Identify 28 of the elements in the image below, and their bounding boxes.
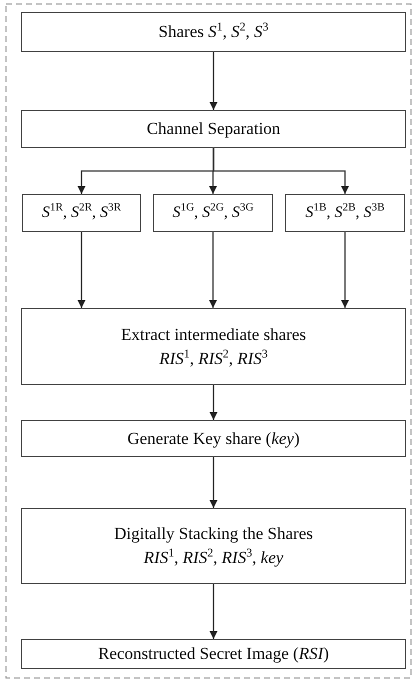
process-box bbox=[21, 639, 406, 669]
process-box bbox=[21, 308, 406, 385]
step-label: Extract intermediate shares bbox=[120, 324, 306, 344]
process-box bbox=[21, 508, 406, 584]
step-label: S$^{1R}$, S$^{2R}$, S$^{3R}$ bbox=[42, 204, 122, 222]
step-label: Channel Separation bbox=[146, 119, 280, 139]
process-box bbox=[285, 194, 405, 232]
arrow bbox=[341, 232, 349, 308]
process-box bbox=[21, 420, 406, 457]
arrow bbox=[78, 232, 86, 308]
step-label: S$^{1G}$, S$^{2G}$, S$^{3G}$ bbox=[172, 204, 254, 222]
step-label: Shares S$^{1}$, S$^{2}$, S$^{3}$ bbox=[158, 22, 268, 42]
process-box bbox=[22, 194, 141, 232]
arrow bbox=[210, 584, 218, 639]
step-detail: RIS$^{1}$, RIS$^{2}$, RIS$^{3}$, key bbox=[144, 548, 284, 568]
step-label: Digitally Stacking the Shares bbox=[114, 524, 313, 544]
step-label: S$^{1B}$, S$^{2B}$, S$^{3B}$ bbox=[305, 204, 385, 222]
arrow bbox=[210, 52, 218, 110]
arrow bbox=[210, 385, 218, 420]
step-label: Reconstructed Secret Image (RSI) bbox=[98, 644, 329, 664]
arrow bbox=[209, 232, 217, 308]
arrow bbox=[212, 148, 349, 194]
process-box bbox=[153, 194, 273, 232]
process-box bbox=[21, 12, 406, 52]
process-box bbox=[21, 110, 406, 148]
step-label: Generate Key share (key) bbox=[127, 428, 300, 448]
arrow bbox=[210, 457, 218, 508]
step-detail: RIS$^{1}$, RIS$^{2}$, RIS$^{3}$ bbox=[159, 348, 268, 368]
